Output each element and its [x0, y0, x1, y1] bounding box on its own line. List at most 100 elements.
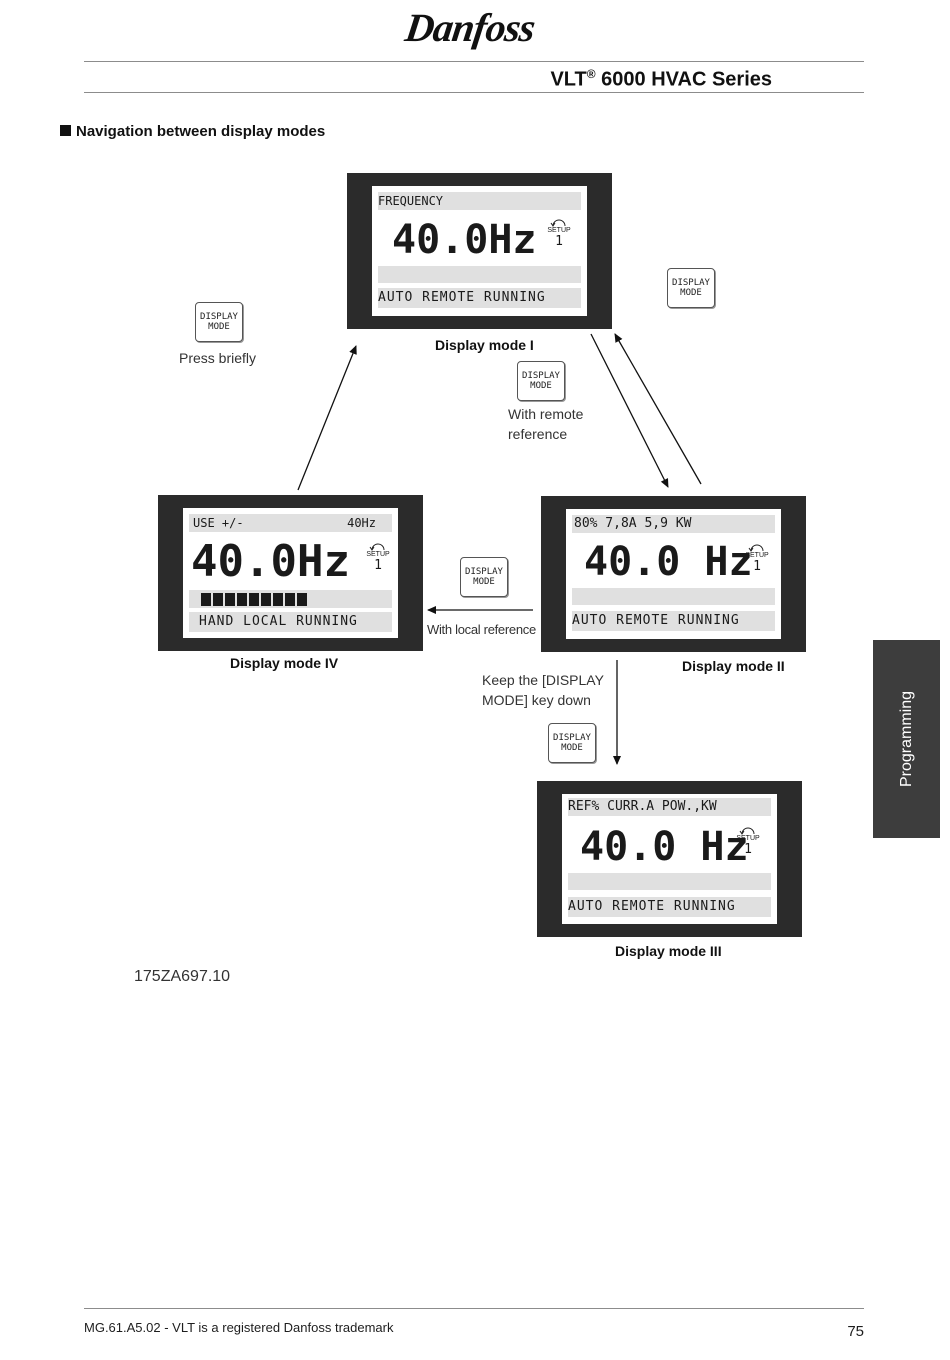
lcd-top-left-text: USE +/-	[193, 516, 244, 530]
key-label-line1: DISPLAY	[200, 312, 238, 322]
key-label-line1: DISPLAY	[465, 567, 503, 577]
display-mode-4: USE +/- 40Hz 40.0Hz SETUP 1 HAND LOCAL R…	[158, 495, 423, 651]
note-line: With remote	[508, 406, 584, 422]
note-local-reference: With local reference	[427, 622, 536, 637]
display-mode-key[interactable]: DISPLAY MODE	[517, 361, 565, 401]
display-mode-key[interactable]: DISPLAY MODE	[460, 557, 508, 597]
arrow-ii-to-i	[614, 333, 702, 485]
side-tab-programming: Programming	[873, 640, 940, 838]
registered-mark: ®	[586, 67, 596, 81]
lcd-status-text: HAND LOCAL RUNNING	[199, 614, 358, 629]
key-label-line1: DISPLAY	[672, 278, 710, 288]
caption-display-mode-2: Display mode II	[682, 658, 785, 674]
setup-label: SETUP	[745, 552, 769, 559]
setup-indicator: SETUP 1	[743, 543, 771, 574]
bar-segment	[261, 593, 271, 606]
bar-segment	[201, 593, 211, 606]
lcd-status-row: AUTO REMOTE RUNNING	[572, 611, 775, 631]
lcd-frequency-value: 40.0 Hz	[584, 539, 753, 585]
lcd-status-row: HAND LOCAL RUNNING	[189, 612, 392, 632]
setup-indicator: SETUP 1	[363, 542, 393, 573]
display-mode-key[interactable]: DISPLAY MODE	[667, 268, 715, 308]
lcd-status-text: AUTO REMOTE RUNNING	[568, 899, 736, 914]
footer-rule	[84, 1308, 864, 1309]
display-mode-key[interactable]: DISPLAY MODE	[195, 302, 243, 342]
lcd-frequency-value: 40.0 Hz	[580, 824, 749, 870]
lcd-status-text: AUTO REMOTE RUNNING	[572, 613, 740, 628]
series-prefix: VLT	[550, 68, 587, 91]
note-remote-reference: With remote reference	[508, 404, 583, 444]
lcd-blank-row	[568, 873, 771, 890]
caption-display-mode-4: Display mode IV	[230, 655, 339, 671]
reference-bar-graph	[201, 593, 307, 606]
lcd-screen: 80% 7,8A 5,9 KW 40.0 Hz SETUP 1 AUTO REM…	[566, 509, 781, 639]
display-mode-3: REF% CURR.A POW.,KW 40.0 Hz SETUP 1 AUTO…	[537, 781, 802, 937]
setup-label: SETUP	[736, 835, 760, 842]
lcd-top-text: FREQUENCY	[378, 194, 444, 208]
series-suffix: 6000 HVAC Series	[601, 68, 772, 91]
setup-indicator: SETUP 1	[545, 218, 573, 249]
display-mode-1: FREQUENCY 40.0Hz SETUP 1 AUTO REMOTE RUN…	[347, 173, 612, 329]
lcd-top-text: 80% 7,8A 5,9 KW	[574, 516, 692, 531]
display-mode-key[interactable]: DISPLAY MODE	[548, 723, 596, 763]
setup-rotate-icon	[739, 827, 755, 835]
key-label-line2: MODE	[680, 288, 702, 298]
setup-rotate-icon	[748, 544, 764, 552]
lcd-top-right-text: 40Hz	[347, 516, 376, 530]
lcd-bar-row	[189, 590, 392, 608]
key-label-line2: MODE	[561, 743, 583, 753]
bar-segment	[225, 593, 235, 606]
lcd-status-row: AUTO REMOTE RUNNING	[378, 288, 581, 308]
caption-display-mode-3: Display mode III	[615, 943, 722, 959]
setup-indicator: SETUP 1	[734, 826, 762, 857]
bullet-square-icon	[60, 125, 71, 136]
lcd-top-row: 80% 7,8A 5,9 KW	[572, 515, 775, 533]
bar-segment	[273, 593, 283, 606]
lcd-screen: REF% CURR.A POW.,KW 40.0 Hz SETUP 1 AUTO…	[562, 794, 777, 924]
page-number: 75	[847, 1323, 864, 1340]
display-mode-2: 80% 7,8A 5,9 KW 40.0 Hz SETUP 1 AUTO REM…	[541, 496, 806, 652]
bar-segment	[237, 593, 247, 606]
setup-number: 1	[555, 234, 563, 249]
lcd-status-row: AUTO REMOTE RUNNING	[568, 897, 771, 917]
figure-id: 175ZA697.10	[134, 968, 231, 985]
bar-segment	[249, 593, 259, 606]
lcd-top-text: REF% CURR.A POW.,KW	[568, 799, 717, 814]
lcd-top-row: FREQUENCY	[378, 192, 581, 210]
caption-display-mode-1: Display mode I	[435, 337, 534, 353]
lcd-blank-row	[572, 588, 775, 605]
lcd-top-row: REF% CURR.A POW.,KW	[568, 798, 771, 816]
key-label-line2: MODE	[473, 577, 495, 587]
key-label-line1: DISPLAY	[553, 733, 591, 743]
arrow-i-to-ii	[590, 333, 669, 488]
setup-rotate-icon	[550, 219, 566, 227]
arrow-iv-to-i	[297, 345, 357, 491]
header-rule-top	[84, 61, 864, 62]
bar-segment	[285, 593, 295, 606]
setup-number: 1	[744, 842, 752, 857]
lcd-frequency-value: 40.0Hz	[392, 217, 537, 263]
key-label-line2: MODE	[208, 322, 230, 332]
lcd-screen: FREQUENCY 40.0Hz SETUP 1 AUTO REMOTE RUN…	[372, 186, 587, 316]
lcd-top-row: USE +/- 40Hz	[189, 514, 392, 532]
series-title: VLT® 6000 HVAC Series	[550, 67, 772, 92]
header-rule-bottom	[84, 92, 864, 93]
key-label-line2: MODE	[530, 381, 552, 391]
setup-number: 1	[753, 559, 761, 574]
setup-rotate-icon	[369, 543, 385, 551]
side-tab-label: Programming	[897, 690, 915, 788]
setup-label: SETUP	[547, 227, 571, 234]
lcd-screen: USE +/- 40Hz 40.0Hz SETUP 1 HAND LOCAL R…	[183, 508, 398, 638]
note-line: Keep the [DISPLAY	[482, 672, 604, 688]
note-press-briefly: Press briefly	[179, 350, 257, 366]
note-line: reference	[508, 426, 568, 442]
lcd-blank-row	[378, 266, 581, 283]
note-line: MODE] key down	[482, 692, 591, 708]
key-label-line1: DISPLAY	[522, 371, 560, 381]
lcd-frequency-value: 40.0Hz	[191, 536, 350, 587]
section-heading-text: Navigation between display modes	[76, 123, 326, 140]
footer-text: MG.61.A5.02 - VLT is a registered Danfos…	[84, 1320, 394, 1335]
bar-segment	[297, 593, 307, 606]
section-heading: Navigation between display modes	[60, 123, 325, 140]
